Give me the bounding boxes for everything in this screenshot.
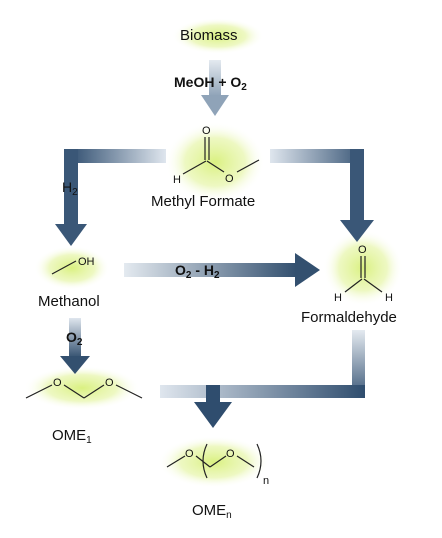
glow-methanol: [34, 246, 110, 290]
reagent-h2-base: H: [62, 179, 73, 195]
node-label-methanol: Methanol: [38, 293, 100, 310]
glow-methyl-formate: [165, 122, 265, 202]
arrow-methyl-formate-to-methanol: [55, 149, 166, 246]
arrow-methyl-formate-to-formaldehyde: [270, 149, 374, 242]
mf-atom-o-ester: O: [225, 173, 234, 185]
omen-atom-o-1: O: [185, 448, 194, 460]
reagent-meoh-o2: MeOH + O2: [174, 75, 247, 93]
reagent-h2-sub: 2: [72, 187, 78, 198]
ome1-atom-o-2: O: [105, 377, 114, 389]
omen-subscript-n: n: [263, 475, 269, 487]
glow-omen: [158, 436, 270, 488]
glow-ome1: [24, 366, 140, 410]
reagent-meoh-o2-base: MeOH + O: [174, 74, 242, 90]
reagent-o2-h2: O2 - H2: [175, 263, 220, 281]
arrow-biomass-to-methyl-formate: [201, 60, 229, 116]
node-label-omen: OMEn: [192, 503, 232, 521]
formaldehyde-structure: [344, 256, 383, 293]
ome1-structure: [25, 384, 143, 399]
omen-base: OME: [192, 502, 227, 519]
reagent-meoh-o2-sub: 2: [241, 82, 247, 93]
node-label-methyl-formate: Methyl Formate: [151, 193, 256, 210]
methanol-atom-oh: OH: [78, 256, 95, 268]
node-label-biomass: Biomass: [180, 27, 238, 44]
arrow-methanol-to-formaldehyde: [124, 253, 320, 287]
omen-structure: [166, 443, 262, 479]
reagent-o2-sub: 2: [76, 337, 83, 348]
arrow-to-omen: [160, 330, 365, 428]
glow-biomass: [172, 18, 264, 54]
fa-atom-o: O: [358, 244, 367, 256]
omen-atom-o-2: O: [226, 448, 235, 460]
ome1-base: OME: [52, 427, 87, 444]
node-label-ome1: OME1: [52, 428, 92, 446]
reagent-o2-h2-mid: - H: [191, 262, 215, 278]
mf-atom-h: H: [173, 174, 181, 186]
reagent-o2-h2-a: O: [175, 262, 186, 278]
ome1-atom-o-1: O: [53, 377, 62, 389]
fa-atom-h-right: H: [385, 292, 393, 304]
reagent-o2-h2-b-sub: 2: [214, 270, 220, 281]
mf-atom-o-top: O: [202, 125, 211, 137]
node-label-formaldehyde: Formaldehyde: [301, 309, 397, 326]
glow-formaldehyde: [323, 230, 403, 306]
reagent-o2: O2: [66, 330, 82, 348]
reagent-h2: H2: [62, 180, 78, 198]
fa-atom-h-left: H: [334, 292, 342, 304]
omen-sub: n: [226, 510, 232, 521]
methanol-structure: [51, 260, 77, 275]
methyl-formate-structure: [182, 137, 260, 175]
reagent-o2-h2-a-sub: 2: [185, 270, 192, 281]
arrow-methanol-to-ome1: [60, 318, 90, 374]
reagent-o2-base: O: [66, 329, 77, 345]
ome1-sub: 1: [86, 435, 92, 446]
